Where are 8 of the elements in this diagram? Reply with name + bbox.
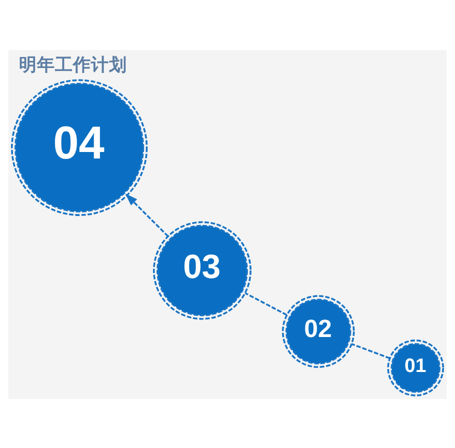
connector xyxy=(351,342,390,359)
connector xyxy=(244,292,288,316)
arrow xyxy=(125,193,169,236)
diagram-title: 明年工作计划 xyxy=(18,54,127,74)
node-circle: 01 xyxy=(387,339,444,396)
node-circle: 04 xyxy=(11,78,148,216)
node-circle: 02 xyxy=(282,294,355,368)
node-circle: 03 xyxy=(152,220,252,320)
